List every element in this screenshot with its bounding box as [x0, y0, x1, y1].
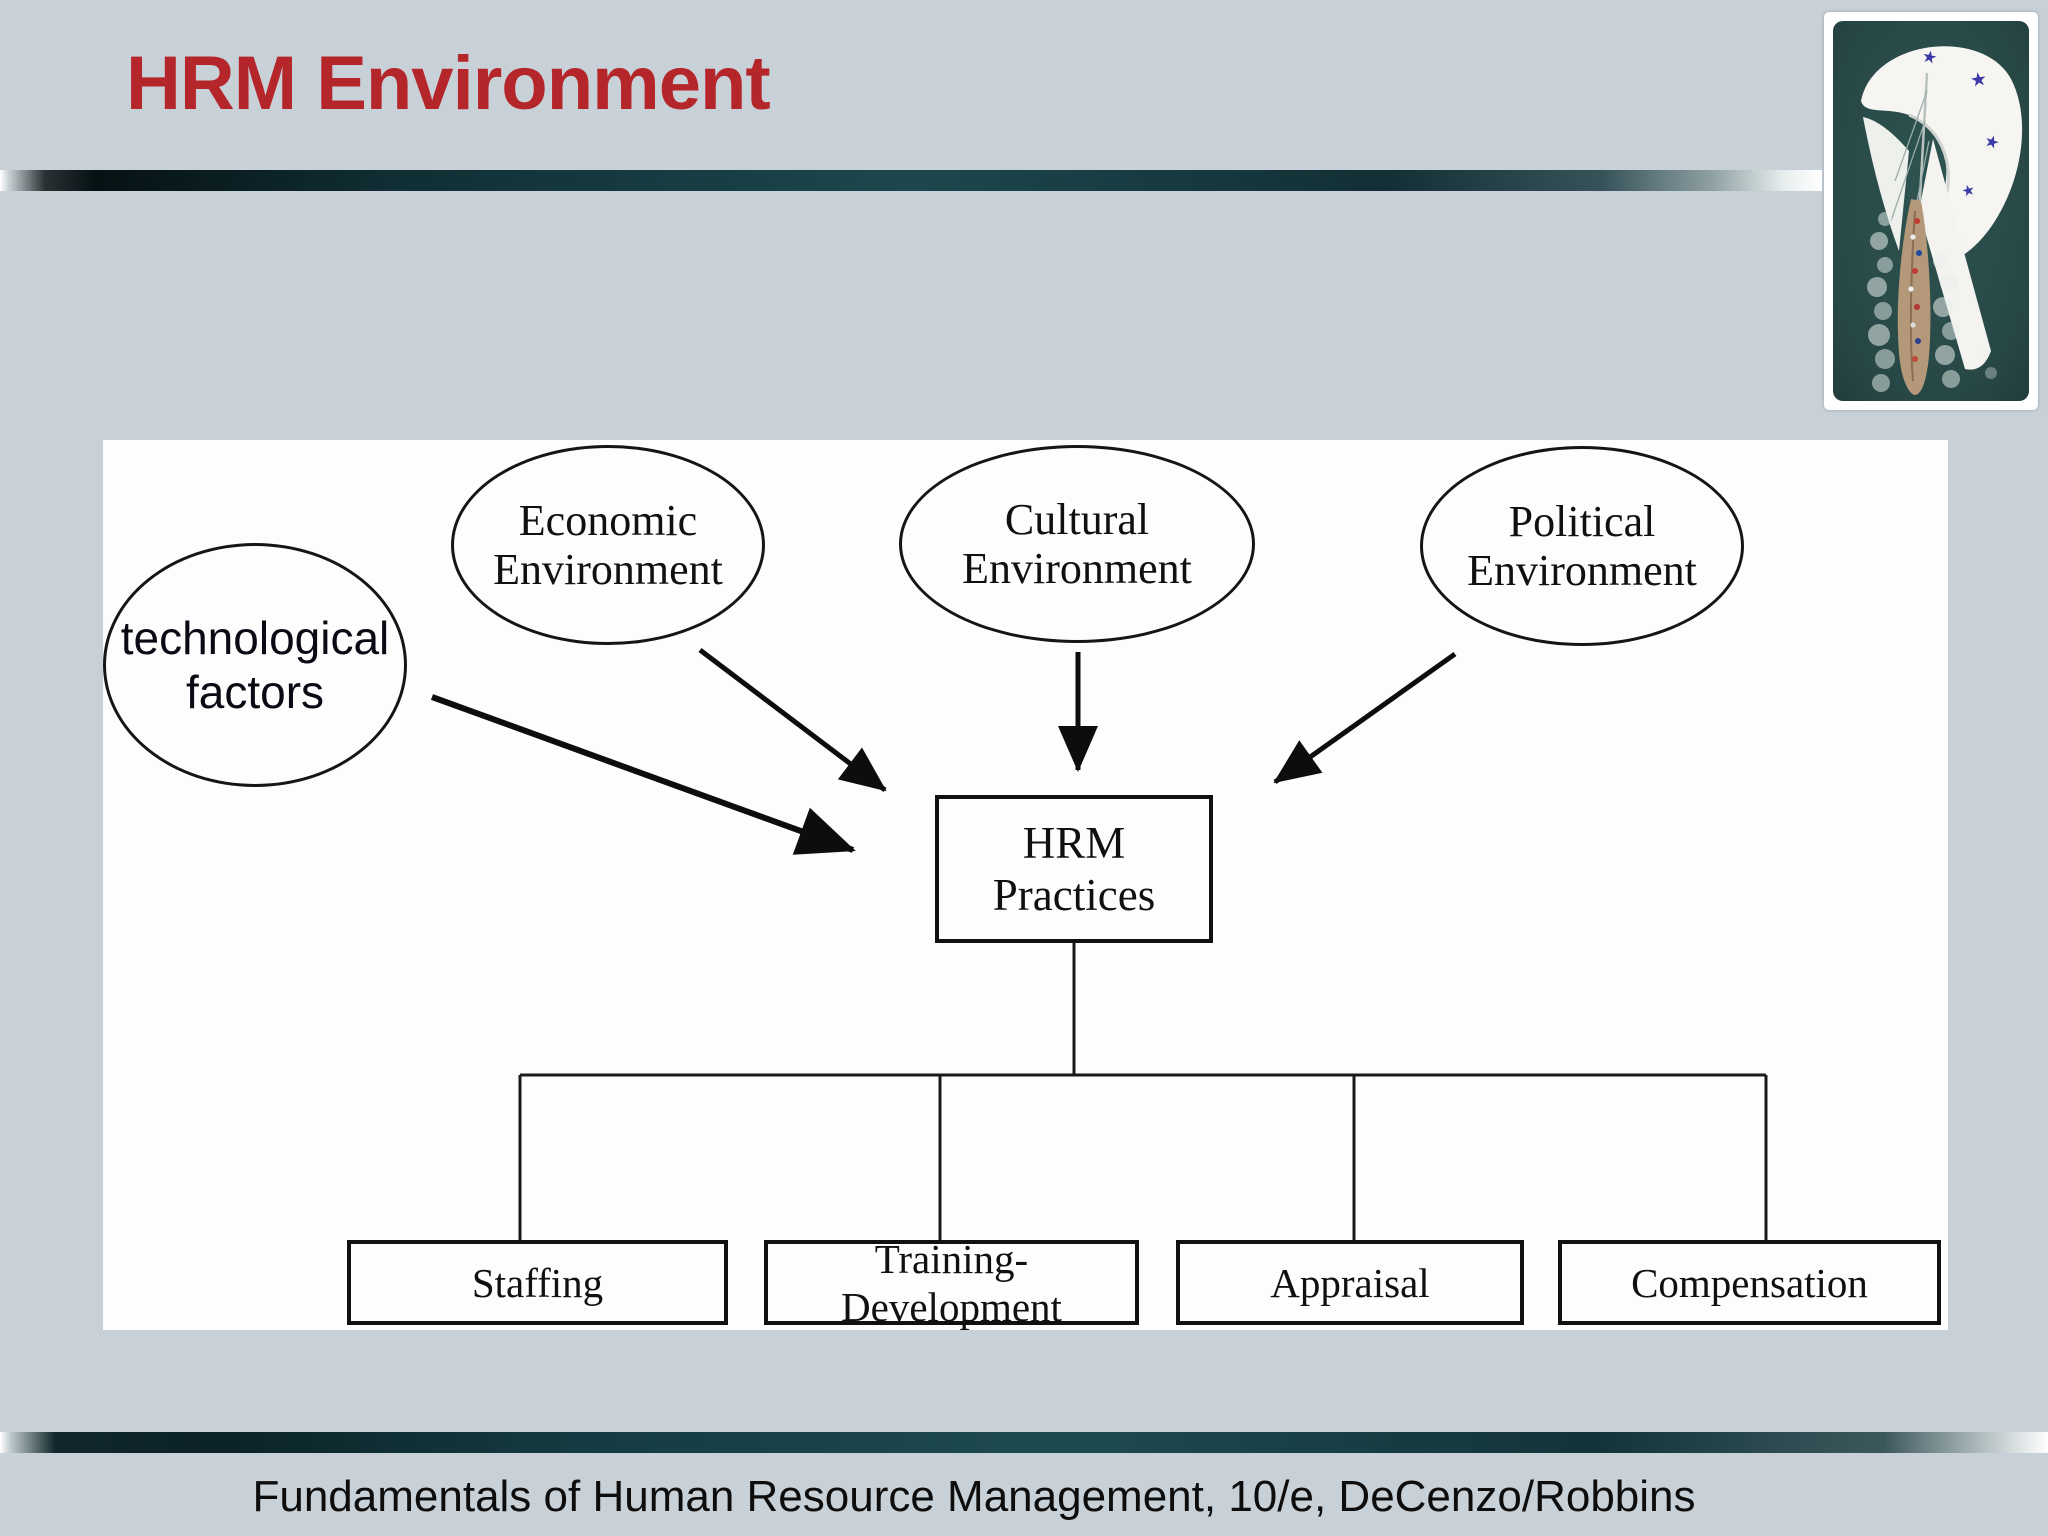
staffing-label: Staffing	[471, 1259, 604, 1306]
training-development-label: Training-Development	[841, 1235, 1062, 1330]
hrm-practices-box: HRM Practices	[935, 795, 1213, 943]
diagram-panel: technological factors Economic Environme…	[103, 440, 1948, 1330]
page-title: HRM Environment	[126, 41, 771, 126]
ellipse-political-environment: Political Environment	[1420, 446, 1744, 646]
svg-text:★: ★	[1969, 69, 1989, 92]
main-sail	[1919, 139, 1991, 370]
footer-citation: Fundamentals of Human Resource Managemen…	[252, 1472, 1696, 1521]
sailboat-photo: ★ ★ ★ ★ ★	[1833, 21, 2029, 401]
crew-dots	[1908, 218, 1922, 362]
diagram-connectors	[430, 648, 1768, 1240]
staffing-box: Staffing	[347, 1240, 728, 1325]
ellipse-technological-factors: technological factors	[103, 543, 407, 787]
ellipse-label-line: Environment	[962, 544, 1192, 593]
appraisal-label: Appraisal	[1270, 1259, 1430, 1306]
ellipse-economic-environment: Economic Environment	[451, 445, 765, 645]
ellipse-label-line: Cultural	[1004, 494, 1150, 544]
arrow-economic-to-hrm	[698, 648, 887, 792]
ellipse-label-line: factors	[185, 666, 325, 718]
compensation-box: Compensation	[1558, 1240, 1941, 1325]
ellipse-label-line: technological	[120, 611, 390, 664]
sailboat-photo-frame: ★ ★ ★ ★ ★	[1824, 12, 2038, 410]
spinnaker-sail	[1861, 46, 2023, 262]
ellipse-label-line: Environment	[493, 545, 723, 594]
svg-text:★: ★	[1960, 181, 1977, 201]
ellipse-label-line: Political	[1508, 496, 1656, 546]
training-development-box: Training-Development	[764, 1236, 1139, 1330]
sailboat-illustration: ★ ★ ★ ★ ★	[1833, 21, 2029, 401]
foresail	[1863, 117, 1909, 251]
footer-divider-bar	[0, 1432, 2048, 1453]
ellipse-cultural-environment: Cultural Environment	[899, 445, 1255, 643]
hrm-practices-label: HRM Practices	[992, 818, 1156, 920]
header-divider-bar	[0, 170, 1822, 191]
svg-text:★: ★	[1920, 46, 1939, 68]
arrow-technological-to-hrm	[430, 694, 856, 855]
appraisal-box: Appraisal	[1176, 1240, 1524, 1325]
ellipse-label-line: Environment	[1467, 546, 1697, 595]
tree-connectors	[518, 943, 1768, 1240]
compensation-label: Compensation	[1631, 1259, 1868, 1306]
boat-hull	[1897, 199, 1931, 395]
wake-foam	[1867, 212, 1997, 392]
svg-text:★: ★	[1982, 131, 2002, 154]
deck-line	[1909, 210, 1916, 382]
arrow-political-to-hrm	[1273, 651, 1457, 785]
ellipse-label-line: Economic	[518, 495, 698, 545]
sail-fold	[1908, 113, 1950, 194]
